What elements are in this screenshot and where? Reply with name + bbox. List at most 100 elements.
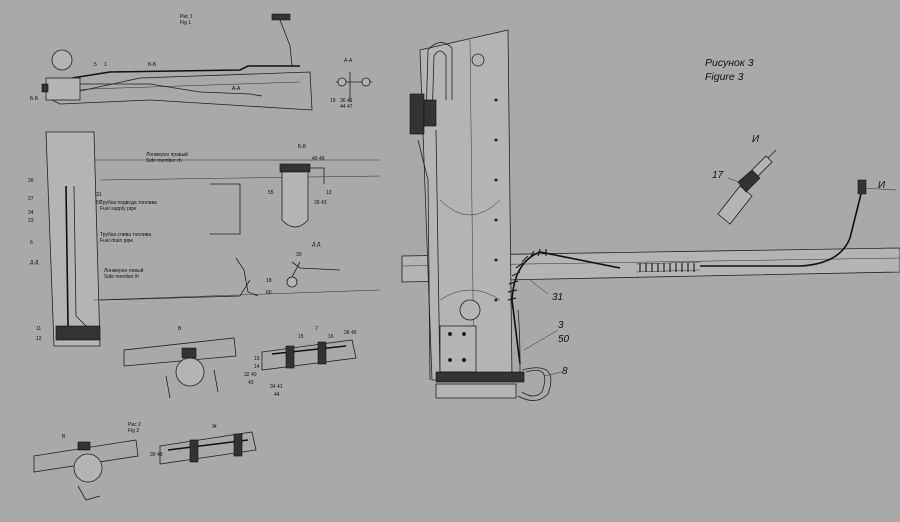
label-side-member-rh-en: Side member rh: [146, 158, 182, 164]
bracket-base: [435, 371, 525, 383]
callout-17: 17: [712, 170, 724, 181]
frame-rail-band: [401, 247, 900, 283]
dd-pipe: [235, 257, 259, 297]
callout-15: 15: [254, 356, 260, 362]
callout-1: 1: [104, 62, 107, 68]
view-g-title: Г: [316, 326, 319, 332]
crossmember-curve2: [439, 289, 501, 301]
callout-43: 43: [248, 380, 254, 386]
view-g-beam: [261, 339, 357, 371]
callout-6: 6: [30, 240, 33, 246]
frame-hole: [459, 299, 481, 321]
dd-lines: [291, 261, 341, 278]
fig2-filter: [73, 453, 103, 483]
section-aa-detail: А-А 19 36 41 44 47: [330, 58, 372, 110]
fuel-tank-side: [45, 77, 81, 101]
fig2-details: Рис 2 Fig 2 В Ж 39 48: [33, 422, 257, 501]
label-fuel-supply-en: Fuel supply pipe: [100, 206, 137, 212]
rivets: [494, 98, 498, 302]
view-g-clamp1: [285, 345, 295, 369]
label-fuel-drain-ru: Трубка слива топлива: [100, 232, 151, 238]
fig2-bracket: [77, 441, 91, 451]
section-bb-title: Б-Б: [298, 144, 307, 150]
pipe-end-fitting: [857, 179, 867, 195]
callout-60: 60: [266, 290, 272, 296]
filter-head: [279, 163, 311, 173]
fig2-clamp1: [189, 439, 199, 463]
callout-50: 50: [558, 334, 570, 345]
callout-34-41: 34 41: [270, 384, 283, 390]
pipe-to-connector: [700, 189, 863, 267]
pipe-vertical-1: [417, 139, 431, 381]
pipe-loop-8-inner: [521, 369, 546, 397]
leader-8: [543, 371, 563, 377]
callout-31: 31: [552, 292, 563, 303]
fig1-plan-view: Лонжерон правый Side member rh Трубка по…: [28, 131, 381, 347]
fuel-pipe-side: [71, 65, 300, 79]
connector-nut: [737, 169, 761, 193]
pipe-50: [517, 309, 521, 373]
label-side-member-rh-ru: Лонжерон правый: [146, 151, 188, 158]
figure3-title-en: Figure 3: [705, 71, 744, 83]
plan-outline-inner: [99, 175, 381, 181]
label-side-member-lh-ru: Лонжерон левый: [104, 267, 144, 274]
section-aa-title: А-А: [344, 58, 353, 64]
section-mark-bb: Б-Б: [30, 96, 39, 102]
callout-11: 11: [36, 326, 41, 332]
hose-spiral-sleeve: [507, 248, 547, 301]
side-member-web: [469, 39, 475, 381]
bolt: [448, 358, 452, 362]
leader-31: [529, 279, 549, 295]
frame-beam-side: [46, 71, 313, 111]
callout-55: 55: [268, 190, 274, 196]
view-v-detail: В: [123, 326, 237, 399]
fig2-label-en: Fig 2: [128, 428, 139, 434]
label-side-member-lh-en: Side member lh: [104, 274, 139, 280]
view-v-title: В: [178, 326, 182, 332]
fig2-view-v-title: В: [62, 434, 66, 440]
callout-40-46: 40 46: [312, 156, 325, 162]
section-bb-detail: Б-Б 40 46 55 13 39 43: [268, 144, 332, 228]
callout-26: 26: [28, 178, 34, 184]
section-mark-bb2: Б-Б: [148, 62, 157, 68]
callout-16: 16: [328, 334, 334, 340]
figure3: Рисунок 3 Figure 3: [401, 29, 900, 401]
callout-32-40: 32 40: [244, 372, 257, 378]
connector-body-lower: [717, 185, 753, 225]
fig2-label-ru: Рис 2: [128, 422, 141, 428]
fuel-filter-bowl: [51, 49, 73, 71]
callout-38-45: 38 45: [344, 330, 357, 336]
callout-30: 30: [296, 252, 302, 258]
callout-3: 3: [558, 320, 564, 331]
rail-sleeve-spiral: [639, 263, 695, 272]
callout-31: 31: [96, 192, 102, 198]
callout-13: 13: [326, 190, 332, 196]
plan-outline: [93, 159, 381, 301]
pipe-top-loop: [425, 42, 453, 121]
frame-centerline: [59, 81, 301, 91]
fig2-clamp2: [233, 433, 243, 457]
callout-23: 23: [28, 218, 34, 224]
callout-56: 56: [96, 200, 102, 206]
view-v-filter: [175, 357, 205, 387]
leader-3: [523, 329, 559, 351]
callout-24: 24: [28, 210, 34, 216]
bolt: [448, 332, 452, 336]
callout-27: 27: [28, 196, 34, 202]
view-letter-right: И: [878, 180, 886, 191]
bracket: [41, 83, 49, 93]
view-g-clamp2: [317, 341, 327, 365]
frame-hole-top: [471, 53, 485, 67]
callout-39-43: 39 43: [314, 200, 327, 206]
section-mark-dd: Д-Д: [30, 260, 39, 266]
bolt: [462, 332, 466, 336]
leader-17: [727, 177, 745, 185]
callout-12: 12: [36, 336, 42, 342]
filter-outlet: [310, 167, 325, 184]
drain-pipe-plan: [73, 185, 91, 331]
fig2-beam-right: [159, 431, 257, 465]
dd-clamp: [286, 276, 298, 288]
drain-pipe-side: [72, 83, 263, 97]
connector-body-upper: [751, 155, 773, 177]
